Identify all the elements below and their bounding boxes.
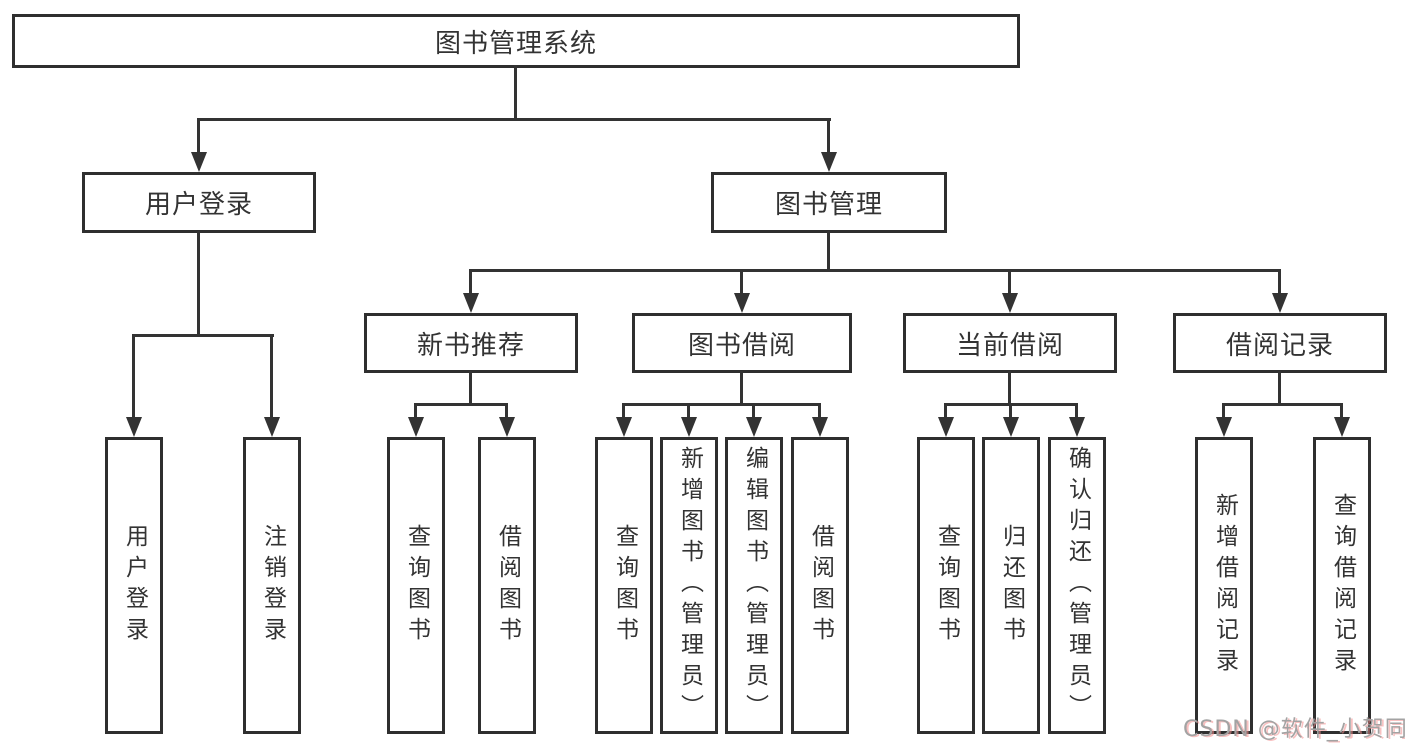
connector-stem-user-login bbox=[197, 118, 200, 156]
connector-borrow-records-bus bbox=[1222, 403, 1343, 406]
leaf-borrow-books-borrow-label: 借阅图书 bbox=[807, 523, 834, 648]
leaf-query-books-current: 查询图书 bbox=[917, 437, 975, 734]
node-borrow-records-label: 借阅记录 bbox=[1225, 330, 1334, 361]
leaf-user-login: 用户登录 bbox=[105, 437, 163, 734]
node-library-system-label: 图书管理系统 bbox=[434, 28, 597, 59]
leaf-borrow-books-borrow: 借阅图书 bbox=[791, 437, 849, 734]
leaf-add-borrow-record: 新增借阅记录 bbox=[1195, 437, 1253, 734]
leaf-edit-books-admin: 编辑图书（管理员） bbox=[725, 437, 783, 734]
arrowhead-leaf-query-record bbox=[1334, 417, 1350, 437]
connector-stem-leaf-add-record bbox=[1222, 403, 1225, 423]
leaf-add-borrow-record-label: 新增借阅记录 bbox=[1211, 492, 1238, 679]
connector-stem-leaf-logout bbox=[270, 334, 273, 419]
node-new-book-recommend: 新书推荐 bbox=[364, 313, 578, 373]
arrowhead-leaf-add-books bbox=[681, 417, 697, 437]
leaf-query-books-recommend: 查询图书 bbox=[387, 437, 445, 734]
node-book-borrow-label: 图书借阅 bbox=[687, 330, 796, 361]
arrowhead-leaf-query-books-3 bbox=[938, 417, 954, 437]
connector-stem-book-mgmt bbox=[827, 118, 830, 156]
connector-root-bus bbox=[197, 118, 831, 121]
leaf-logout-label: 注销登录 bbox=[259, 523, 286, 648]
arrowhead-leaf-edit-books bbox=[746, 417, 762, 437]
leaf-logout: 注销登录 bbox=[243, 437, 301, 734]
connector-current-borrow-stem bbox=[1008, 371, 1011, 406]
leaf-query-borrow-record-label: 查询借阅记录 bbox=[1329, 492, 1356, 679]
node-user-login: 用户登录 bbox=[82, 172, 316, 233]
connector-stem-leaf-query-books-3 bbox=[944, 403, 947, 423]
node-book-management: 图书管理 bbox=[711, 172, 947, 233]
arrowhead-leaf-borrow-books-1 bbox=[499, 417, 515, 437]
node-borrow-records: 借阅记录 bbox=[1173, 313, 1387, 373]
connector-new-books-stem bbox=[469, 371, 472, 406]
leaf-query-borrow-record: 查询借阅记录 bbox=[1313, 437, 1371, 734]
connector-book-mgmt-bus bbox=[469, 269, 1281, 272]
connector-stem-leaf-edit-books bbox=[752, 403, 755, 423]
connector-book-borrow-stem bbox=[740, 371, 743, 406]
arrowhead-leaf-add-record bbox=[1216, 417, 1232, 437]
leaf-return-books-label: 归还图书 bbox=[998, 523, 1025, 648]
arrowhead-leaf-return-books bbox=[1003, 417, 1019, 437]
leaf-user-login-label: 用户登录 bbox=[121, 523, 148, 648]
connector-stem-leaf-add-books bbox=[687, 403, 690, 423]
arrowhead-leaf-user-login bbox=[126, 417, 142, 437]
node-user-login-label: 用户登录 bbox=[144, 190, 253, 220]
leaf-borrow-books-recommend-label: 借阅图书 bbox=[494, 523, 521, 648]
leaf-query-books-borrow: 查询图书 bbox=[595, 437, 653, 734]
arrowhead-leaf-confirm-return bbox=[1069, 417, 1085, 437]
leaf-add-books-admin-label: 新增图书（管理员） bbox=[676, 446, 703, 725]
arrowhead-new-books bbox=[463, 293, 479, 313]
node-library-system: 图书管理系统 bbox=[12, 14, 1020, 68]
node-book-borrow: 图书借阅 bbox=[632, 313, 852, 373]
leaf-query-books-borrow-label: 查询图书 bbox=[611, 523, 638, 648]
connector-stem-leaf-borrow-books-1 bbox=[505, 403, 508, 423]
arrowhead-leaf-query-books-1 bbox=[408, 417, 424, 437]
arrowhead-borrow-records bbox=[1272, 293, 1288, 313]
leaf-confirm-return-admin: 确认归还（管理员） bbox=[1048, 437, 1106, 734]
connector-book-borrow-bus bbox=[622, 403, 821, 406]
connector-stem-leaf-query-record bbox=[1340, 403, 1343, 423]
connector-stem-leaf-query-books-1 bbox=[414, 403, 417, 423]
connector-book-mgmt-stem bbox=[827, 231, 830, 272]
connector-stem-leaf-borrow-books-2 bbox=[818, 403, 821, 423]
node-book-management-label: 图书管理 bbox=[774, 190, 883, 220]
connector-stem-leaf-confirm-return bbox=[1075, 403, 1078, 423]
connector-stem-leaf-user-login bbox=[132, 334, 135, 419]
leaf-add-books-admin: 新增图书（管理员） bbox=[660, 437, 718, 734]
arrowhead-book-mgmt bbox=[821, 152, 837, 172]
connector-stem-borrow-records bbox=[1278, 269, 1281, 297]
leaf-return-books: 归还图书 bbox=[982, 437, 1040, 734]
arrowhead-leaf-query-books-2 bbox=[616, 417, 632, 437]
arrowhead-current-borrow bbox=[1002, 293, 1018, 313]
connector-borrow-records-stem bbox=[1278, 371, 1281, 406]
leaf-query-books-recommend-label: 查询图书 bbox=[403, 523, 430, 648]
connector-stem-book-borrow bbox=[740, 269, 743, 297]
arrowhead-user-login bbox=[191, 152, 207, 172]
connector-stem-leaf-return-books bbox=[1009, 403, 1012, 423]
connector-user-login-bus bbox=[132, 334, 274, 337]
leaf-borrow-books-recommend: 借阅图书 bbox=[478, 437, 536, 734]
connector-stem-new-books bbox=[469, 269, 472, 297]
leaf-confirm-return-admin-label: 确认归还（管理员） bbox=[1064, 446, 1091, 725]
csdn-watermark: CSDN @软件_小贺同学 bbox=[1183, 717, 1405, 742]
node-new-book-recommend-label: 新书推荐 bbox=[416, 330, 525, 361]
node-current-borrow-label: 当前借阅 bbox=[955, 330, 1064, 361]
arrowhead-book-borrow bbox=[734, 293, 750, 313]
connector-root-stem bbox=[514, 65, 517, 121]
connector-stem-current-borrow bbox=[1008, 269, 1011, 297]
connector-stem-leaf-query-books-2 bbox=[622, 403, 625, 423]
connector-new-books-bus bbox=[414, 403, 508, 406]
arrowhead-leaf-logout bbox=[264, 417, 280, 437]
leaf-edit-books-admin-label: 编辑图书（管理员） bbox=[741, 446, 768, 725]
node-current-borrow: 当前借阅 bbox=[903, 313, 1117, 373]
arrowhead-leaf-borrow-books-2 bbox=[812, 417, 828, 437]
leaf-query-books-current-label: 查询图书 bbox=[933, 523, 960, 648]
connector-user-login-stem bbox=[197, 231, 200, 337]
